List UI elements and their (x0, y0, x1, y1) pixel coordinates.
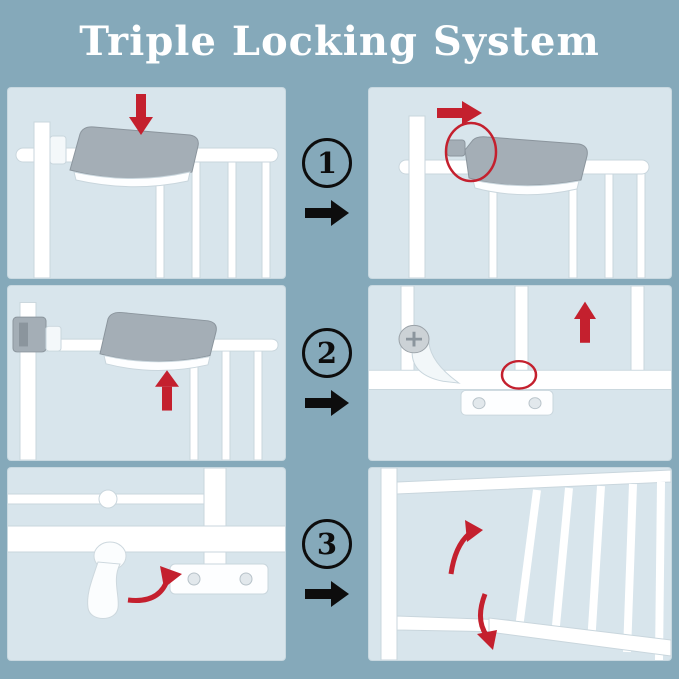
gate-bottom-latch-lift-illustration (369, 286, 671, 416)
panel-step2-result (369, 286, 671, 460)
step-1-number: 1 (302, 138, 352, 188)
gate-swings-open-illustration (380, 468, 671, 660)
red-down-arrow-icon (129, 94, 153, 135)
black-right-arrow-icon (305, 581, 349, 607)
lock-lever-icon (87, 561, 121, 619)
red-curved-arrow-up-icon (448, 520, 483, 575)
panel-step3-action (8, 468, 285, 660)
gate-handle-press-down-illustration (15, 94, 279, 278)
step-row-1: 1 (8, 88, 671, 278)
gate-floor-lock-knob-turn-illustration (8, 468, 285, 619)
red-highlight-circle-icon (444, 121, 498, 183)
panel-step1-result (369, 88, 671, 278)
step-row-3: 3 (8, 468, 671, 660)
black-right-arrow-icon (305, 200, 349, 226)
black-right-arrow-icon (305, 390, 349, 416)
step-3-indicator: 3 (285, 468, 369, 660)
step-3-number: 3 (302, 519, 352, 569)
panel-step2-action (8, 286, 285, 460)
red-curved-arrow-icon (127, 566, 182, 604)
gate-handle-lift-up-illustration (12, 302, 279, 460)
red-highlight-circle-icon (500, 359, 538, 390)
red-up-arrow-icon (574, 301, 596, 343)
panel-step3-result (369, 468, 671, 660)
red-up-arrow-icon (155, 370, 179, 411)
red-right-arrow-icon (437, 101, 482, 125)
step-row-2: 2 (8, 286, 671, 460)
step-1-indicator: 1 (285, 88, 369, 278)
panel-step1-action (8, 88, 285, 278)
page-title: Triple Locking System (79, 18, 600, 65)
step-2-indicator: 2 (285, 286, 369, 460)
red-curved-arrow-down-icon (477, 593, 497, 650)
step-2-number: 2 (302, 328, 352, 378)
gate-handle-slide-right-illustration (398, 101, 650, 278)
diagram-grid: 1 (0, 84, 679, 660)
